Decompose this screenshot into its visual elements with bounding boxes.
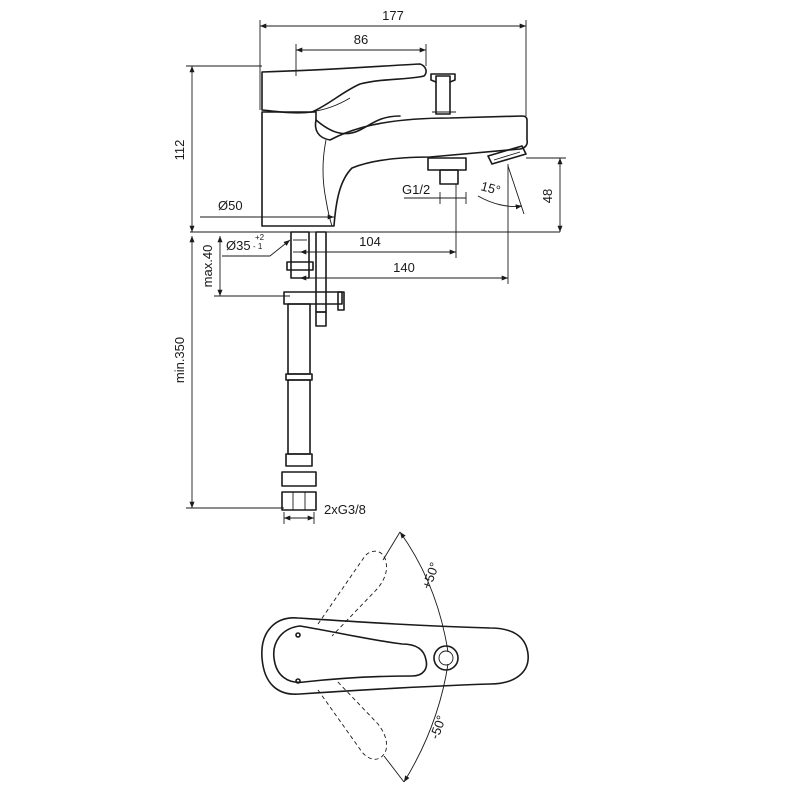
top-view: +50° -50° [261, 531, 529, 783]
mixer-body [261, 111, 529, 227]
arc-minus [403, 663, 449, 783]
lever-pin-bottom [295, 678, 301, 684]
hose-nut [281, 471, 317, 487]
diverter-knob [435, 75, 451, 115]
angle-plus-label: +50° [419, 560, 442, 591]
hose-connection-nut [281, 491, 317, 511]
hose-lower [287, 379, 311, 455]
aerator [487, 145, 527, 165]
dim-hole-diameter: Ø35 [226, 238, 251, 253]
dim-diverter-thread: G1/2 [402, 182, 430, 197]
dim-handle-length: 86 [354, 32, 368, 47]
hose-upper [287, 303, 311, 375]
lever-handle [261, 63, 427, 114]
dim-overall-height: 112 [172, 140, 187, 161]
side-view: 177 86 112 Ø50 Ø35 +2 - 1 max.40 min.350… [172, 8, 566, 524]
stud-nut [286, 261, 314, 271]
dim-spout-reach: 140 [393, 260, 415, 275]
mounting-stud [290, 231, 310, 279]
dim-max-thickness: max.40 [200, 245, 215, 288]
angle-minus-label: -50° [427, 713, 449, 741]
dim-overall-width: 177 [382, 8, 404, 23]
outlet-nut [427, 157, 467, 171]
fixing-plate [283, 291, 343, 305]
lever-detail [309, 97, 351, 113]
dim-hole-tol-plus: +2 [255, 233, 265, 242]
dim-35-arrow [269, 239, 291, 257]
diverter-knob-top-view [433, 645, 459, 671]
spout-axis [507, 165, 525, 215]
dim-15-arc [477, 195, 523, 210]
lever-pin-top [295, 632, 301, 638]
aerator-detail [493, 151, 521, 161]
body-contour [322, 139, 333, 227]
hose-ferrule [285, 373, 313, 381]
top-lever [273, 625, 428, 684]
rod-end [315, 311, 327, 327]
dim-spout-height: 48 [540, 189, 555, 203]
dim-hole-tol-minus: - 1 [253, 242, 263, 251]
outlet-nipple [439, 169, 459, 185]
dim-connection-thread: 2xG3/8 [324, 502, 366, 517]
arc-plus [399, 531, 449, 653]
top-body [261, 617, 529, 695]
diverter-knob-inner [438, 650, 454, 666]
hose-end-sleeve [285, 453, 313, 467]
lever-rotated-minus [317, 679, 387, 760]
dim-diverter-reach: 104 [359, 234, 381, 249]
dim-spout-angle: 15° [479, 178, 502, 198]
diverter-knob-top [430, 73, 456, 83]
threaded-rod [315, 231, 327, 313]
fixing-plate-lip [337, 291, 345, 311]
lever-curve [315, 115, 401, 135]
dim-min-length: min.350 [172, 337, 187, 383]
dim-base-diameter: Ø50 [218, 198, 243, 213]
